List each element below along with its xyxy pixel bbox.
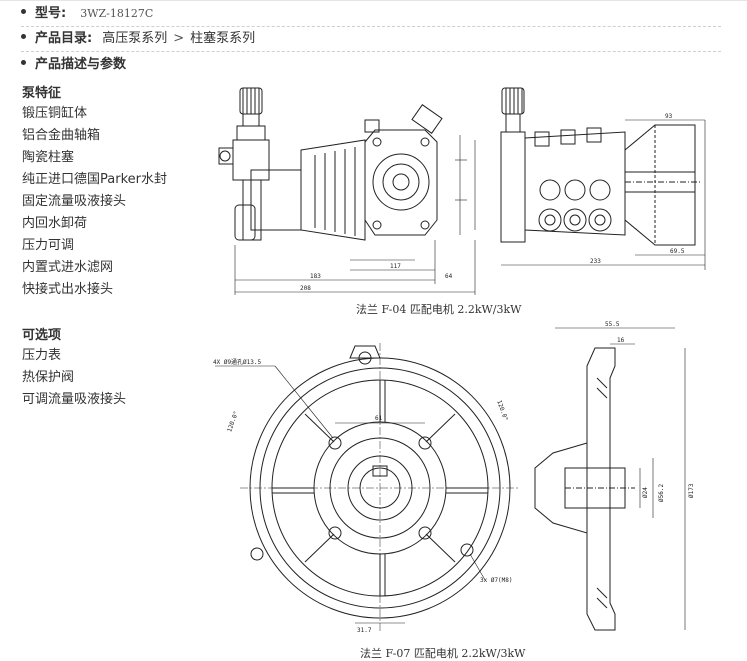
option-item: 热保护阀 [22,370,75,385]
divider [21,51,721,52]
caption-f07: 法兰 F-07 匹配电机 2.2kW/3kW [360,647,526,660]
feature-item: 固定流量吸液接头 [22,194,127,209]
dim-angle-left: 120.0° [226,410,240,433]
flange-drawing-f07: 4X Ø9通孔Ø13.5 120.0° 120.0° 61 3x Ø7(M8) … [213,321,695,634]
dim-56-2: Ø56.2 [658,484,665,502]
dim-183: 183 [310,273,321,280]
catalog-label: 产品目录: [35,31,93,46]
bullet-icon [21,60,26,65]
top-rule [0,0,747,1]
pump-side-view [218,87,476,295]
dim-16: 16 [617,337,625,344]
feature-item: 压力可调 [22,238,75,253]
description-label: 产品描述与参数 [35,57,127,72]
dim-69-5: 69.5 [670,248,685,255]
bullet-icon [21,34,26,39]
divider [21,26,721,27]
dim-208: 208 [300,285,311,292]
dim-117: 117 [390,263,401,270]
breadcrumb-separator: > [173,31,185,46]
flange-front-view [215,343,520,633]
option-item: 可调流量吸液接头 [22,392,127,407]
dim-93: 93 [665,113,673,120]
model-row: 型号: 3WZ-18127C [21,6,153,22]
dim-24: Ø24 [642,487,649,498]
dim-thread: 3x Ø7(M8) [480,577,513,584]
option-item: 压力表 [22,348,62,363]
dim-holes: 4X Ø9通孔Ø13.5 [213,358,262,366]
feature-item: 内回水卸荷 [22,216,88,231]
dim-173: Ø173 [688,483,695,498]
model-value: 3WZ-18127C [80,7,154,20]
options-title: 可选项 [22,328,62,343]
flange-section-view [534,327,686,631]
dim-angle-right: 120.0° [495,399,509,422]
feature-item: 陶瓷柱塞 [22,150,75,165]
dim-61: 61 [375,415,383,422]
pump-drawing-f04: 183 208 117 64 233 93 69.5 [218,87,706,295]
feature-item: 快接式出水接头 [22,282,114,297]
feature-item: 锻压铜缸体 [22,106,88,121]
dim-55-5: 55.5 [605,321,620,328]
description-row: 产品描述与参数 [21,57,126,73]
dim-233: 233 [590,258,601,265]
model-label: 型号: [35,6,67,21]
dim-64: 64 [445,273,453,280]
dim-31-7: 31.7 [357,627,372,634]
features-title: 泵特征 [22,86,62,101]
caption-f04: 法兰 F-04 匹配电机 2.2kW/3kW [356,303,522,316]
catalog-link-plunger[interactable]: 柱塞泵系列 [190,31,256,46]
bullet-icon [21,9,26,14]
feature-item: 铝合金曲轴箱 [22,128,101,143]
catalog-link-high-pressure[interactable]: 高压泵系列 [102,31,168,46]
catalog-row: 产品目录: 高压泵系列 > 柱塞泵系列 [21,31,255,47]
pump-end-view [500,87,706,270]
feature-item: 纯正进口德国Parker水封 [22,172,167,187]
feature-item: 内置式进水滤网 [22,260,114,275]
